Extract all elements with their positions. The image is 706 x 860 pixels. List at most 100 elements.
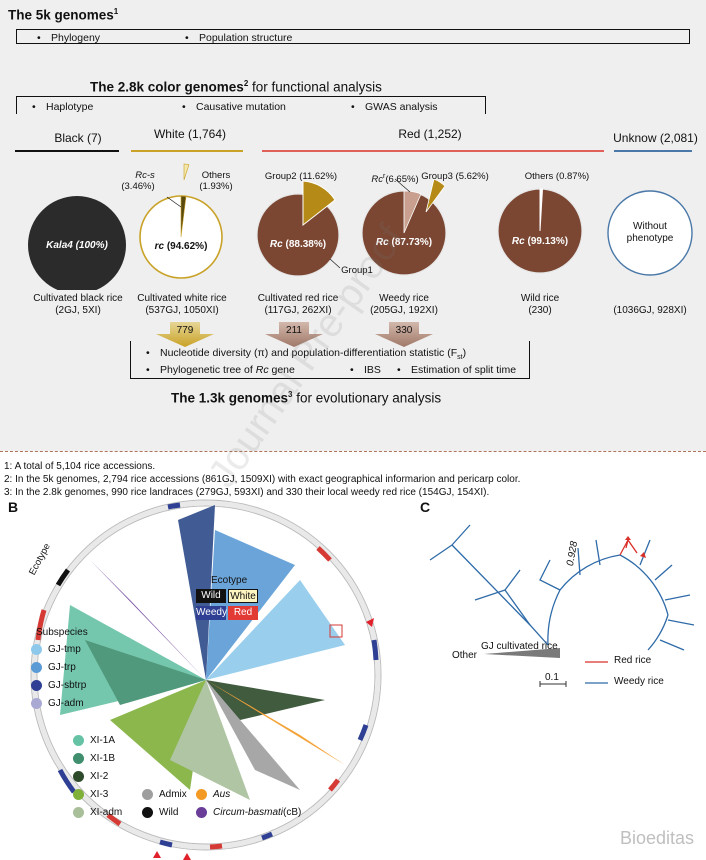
xi-2-dot (73, 771, 84, 782)
legend-xi-2: XI-2 (73, 771, 108, 782)
arrow-white-count: 779 (176, 325, 194, 336)
wild-dot (142, 807, 153, 818)
pie-black-slice (28, 196, 126, 290)
pie-white-others-pct: (1.93%) (199, 181, 233, 192)
group-black-line (15, 150, 119, 152)
pie-white-rcs-label: Rc-s (135, 170, 155, 181)
legend-gj-adm: GJ-adm (31, 698, 84, 709)
subspecies-label: Subspecies (36, 627, 88, 638)
pie-wild-center: Rc (99.13%) (511, 236, 569, 247)
gj-trp-dot (31, 662, 42, 673)
legend-gj-tmp: GJ-tmp (31, 644, 81, 655)
bullet-split-time: Estimation of split time (397, 364, 516, 376)
group-red-line (262, 150, 604, 152)
evolution-analysis-box (130, 341, 530, 379)
footnote-3: 3: In the 2.8k genomes, 990 rice landrac… (4, 487, 490, 498)
pie-unknown-center2: phenotype (626, 233, 674, 244)
gj-tmp-dot (31, 644, 42, 655)
legend-gj-sbtrp: GJ-sbtrp (31, 680, 86, 691)
arrow-red-count: 211 (286, 325, 302, 336)
pie-weedy-group3-label: Group3 (5.62%) (421, 171, 489, 182)
panel-c-label: C (420, 499, 431, 515)
arrow-white (156, 322, 214, 347)
panel-c-tree (429, 524, 695, 687)
title-13k-genomes: The 1.3k genomes3 for evolutionary analy… (171, 390, 442, 406)
pie-white-center: rc (94.62%) (154, 241, 208, 252)
arrow-red (265, 322, 323, 347)
bullet-nucleotide-diversity: Nucleotide diversity (π) and population-… (146, 347, 466, 361)
pie-red-center: Rc (88.38%) (269, 239, 327, 250)
bracket-28k (16, 96, 486, 114)
bullet-gwas-analysis: GWAS analysis (351, 101, 437, 113)
bracket-5k-top (16, 29, 690, 44)
pie-weedy-caption2: (205GJ, 192XI) (370, 305, 438, 316)
panel-c-gj-label: GJ cultivated rice (481, 641, 558, 652)
pie-white-caption1: Cultivated white rice (137, 293, 227, 304)
legend-red-rice: Red rice (614, 655, 652, 666)
bullet-phylogenetic-tree: Phylogenetic tree of Rc gene (146, 364, 295, 376)
bullet-phylogeny: Phylogeny (37, 32, 100, 44)
gj-sbtrp-dot (31, 680, 42, 691)
group-white-line (131, 150, 243, 152)
legend-xi-adm: XI-adm (73, 807, 122, 818)
group-black-label: Black (7) (54, 131, 102, 145)
pie-weedy-rcr-label: Rcr(6.65%) (371, 173, 419, 186)
pie-unknown-caption2: (1036GJ, 928XI) (613, 305, 687, 316)
pie-unknown (607, 190, 693, 276)
pie-black-center: Kala4 (100%) (46, 240, 108, 251)
pie-wild-others (539, 188, 544, 232)
pie-weedy-rcr (403, 190, 422, 234)
gj-adm-dot (31, 698, 42, 709)
section-divider (0, 451, 706, 452)
selection-arrows (156, 322, 433, 347)
pie-white-others-label: Others (201, 170, 231, 181)
cb-dot (196, 807, 207, 818)
group-unknow-label: Unknow (2,081) (613, 131, 698, 145)
ecotype-white: White (228, 589, 258, 603)
xi-adm-dot (73, 807, 84, 818)
pie-weedy-center: Rc (87.73%) (375, 237, 433, 248)
pie-black-caption1: Cultivated black rice (33, 293, 123, 304)
pie-wild-caption2: (230) (528, 305, 552, 316)
brand-logo: Bioeditas (620, 828, 695, 848)
bullet-causative-mutation: Causative mutation (182, 101, 286, 113)
pie-unknown-center1: Without (633, 221, 667, 232)
xi-1a-dot (73, 735, 84, 746)
legend-xi-1a: XI-1A (73, 735, 115, 746)
panel-c-other-label: Other (452, 650, 478, 661)
legend-xi-1b: XI-1B (73, 753, 115, 764)
pie-red-group1-label: Group1 (341, 265, 373, 276)
title-28k-genomes: The 2.8k color genomes2 for functional a… (90, 79, 382, 95)
pie-wild-others-label: Others (0.87%) (524, 171, 590, 182)
footnote-2: 2: In the 5k genomes, 2,794 rice accessi… (4, 474, 521, 485)
pie-red-group2-label: Group2 (11.62%) (264, 171, 338, 182)
arrow-weedy (375, 322, 433, 347)
bullet-haplotype: Haplotype (32, 101, 93, 113)
pie-red-group2 (302, 180, 336, 227)
legend-weedy-rice: Weedy rice (614, 676, 664, 687)
pie-red-caption2: (117GJ, 262XI) (264, 305, 332, 316)
legend-xi-3: XI-3 (73, 789, 108, 800)
pie-weedy-group3 (425, 178, 446, 213)
admix-dot (142, 789, 153, 800)
legend-wild: Wild (142, 807, 178, 818)
ecotype-red: Red (228, 606, 258, 620)
pie-black-caption2: (2GJ, 5XI) (55, 305, 101, 316)
xi-1b-dot (73, 753, 84, 764)
pie-wild-caption1: Wild rice (520, 293, 560, 304)
pie-white-caption2: (537GJ, 1050XI) (145, 305, 219, 316)
panel-b-label: B (8, 499, 19, 515)
pie-white-rcs-slice (180, 195, 187, 238)
bullet-population-structure: Population structure (185, 32, 292, 44)
footnote-1: 1: A total of 5,104 rice accessions. (4, 461, 156, 472)
ecotype-weedy: Weedy (196, 606, 227, 620)
pie-weedy-caption1: Weedy rice (379, 293, 429, 304)
bullet-ibs: IBS (350, 364, 381, 376)
panel-c-scale: 0.1 (545, 672, 559, 683)
arrow-weedy-count: 330 (395, 325, 413, 336)
pie-charts (28, 163, 693, 290)
legend-gj-trp: GJ-trp (31, 662, 76, 673)
aus-dot (196, 789, 207, 800)
group-red-label: Red (1,252) (398, 127, 462, 141)
group-unknow-line (614, 150, 692, 152)
